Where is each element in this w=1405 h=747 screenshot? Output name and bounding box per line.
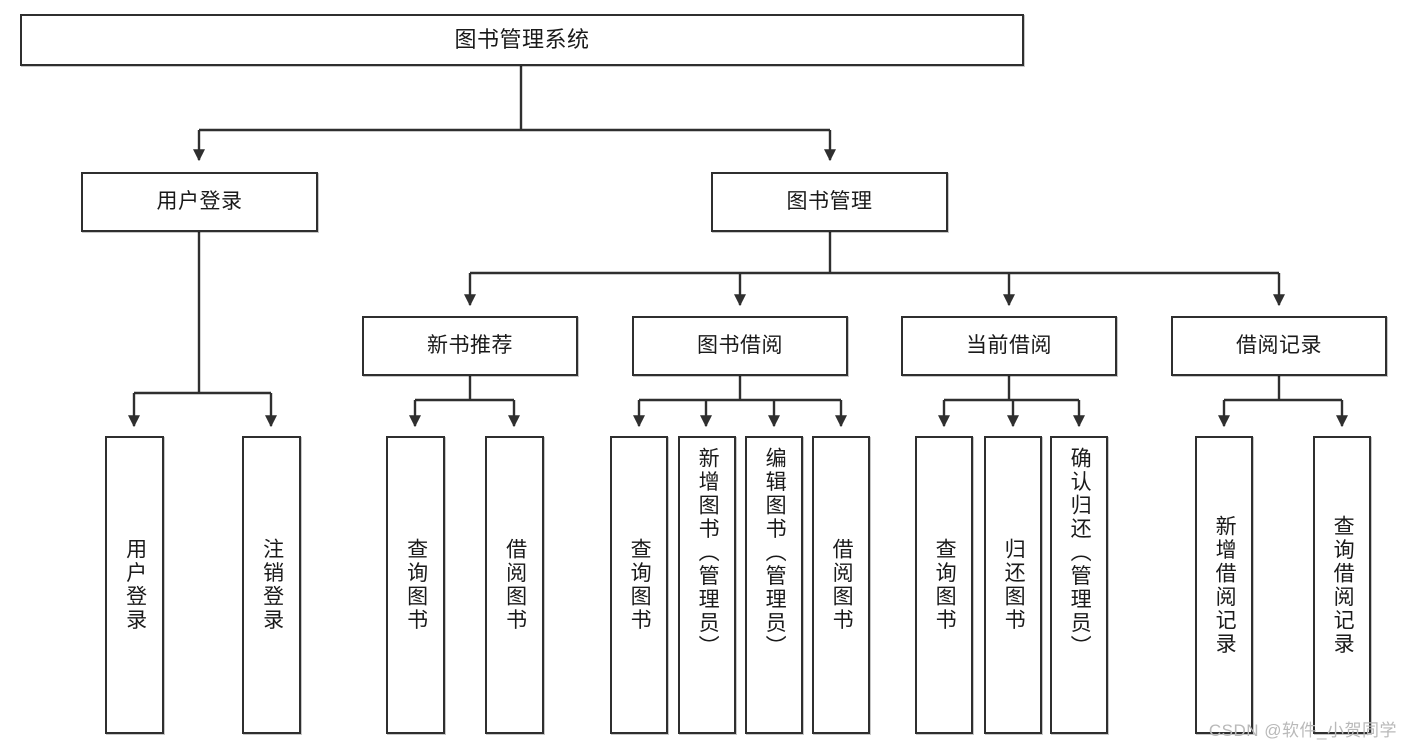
node-label: 编辑图书（管理员） (763, 447, 787, 659)
node-label: 借阅图书 (503, 538, 527, 632)
leaf-edit-book-admin[interactable]: 编辑图书（管理员） (745, 436, 803, 734)
node-label: 注销登录 (260, 538, 284, 632)
leaf-return-book[interactable]: 归还图书 (984, 436, 1042, 734)
node-label: 新增图书（管理员） (696, 447, 720, 659)
node-current-borrow[interactable]: 当前借阅 (901, 316, 1117, 376)
node-label: 借阅图书 (830, 538, 854, 632)
leaf-user-login[interactable]: 用户登录 (105, 436, 164, 734)
node-label: 确认归还（管理员） (1068, 447, 1092, 659)
node-label: 新书推荐 (427, 333, 513, 357)
leaf-query-book-current[interactable]: 查询图书 (915, 436, 973, 734)
leaf-query-borrow-record[interactable]: 查询借阅记录 (1313, 436, 1371, 734)
node-label: 查询图书 (933, 538, 957, 632)
leaf-borrow-book[interactable]: 借阅图书 (812, 436, 870, 734)
node-book-management[interactable]: 图书管理 (711, 172, 948, 232)
node-label: 用户登录 (156, 189, 243, 213)
csdn-watermark: CSDN @软件_小贺同学 (1208, 721, 1397, 740)
node-label: 图书借阅 (697, 333, 783, 357)
node-label: 查询借阅记录 (1331, 514, 1355, 656)
node-label: 查询图书 (404, 538, 428, 632)
leaf-borrow-book-recommend[interactable]: 借阅图书 (485, 436, 544, 734)
node-borrow-record[interactable]: 借阅记录 (1171, 316, 1387, 376)
leaf-add-book-admin[interactable]: 新增图书（管理员） (678, 436, 736, 734)
node-label: 图书管理 (786, 189, 873, 213)
node-book-borrow[interactable]: 图书借阅 (632, 316, 848, 376)
node-new-book-recommend[interactable]: 新书推荐 (362, 316, 578, 376)
node-label: 借阅记录 (1236, 333, 1322, 357)
leaf-logout[interactable]: 注销登录 (242, 436, 301, 734)
leaf-confirm-return-admin[interactable]: 确认归还（管理员） (1050, 436, 1108, 734)
leaf-query-book-recommend[interactable]: 查询图书 (386, 436, 445, 734)
node-user-login[interactable]: 用户登录 (81, 172, 318, 232)
node-label: 查询图书 (628, 538, 652, 632)
node-label: 新增借阅记录 (1213, 514, 1237, 656)
leaf-add-borrow-record[interactable]: 新增借阅记录 (1195, 436, 1253, 734)
node-label: 当前借阅 (966, 333, 1052, 357)
node-label: 用户登录 (123, 538, 147, 632)
leaf-query-book-borrow[interactable]: 查询图书 (610, 436, 668, 734)
node-root-book-management-system[interactable]: 图书管理系统 (20, 14, 1024, 66)
node-label: 归还图书 (1002, 538, 1026, 632)
node-label: 图书管理系统 (454, 27, 590, 53)
